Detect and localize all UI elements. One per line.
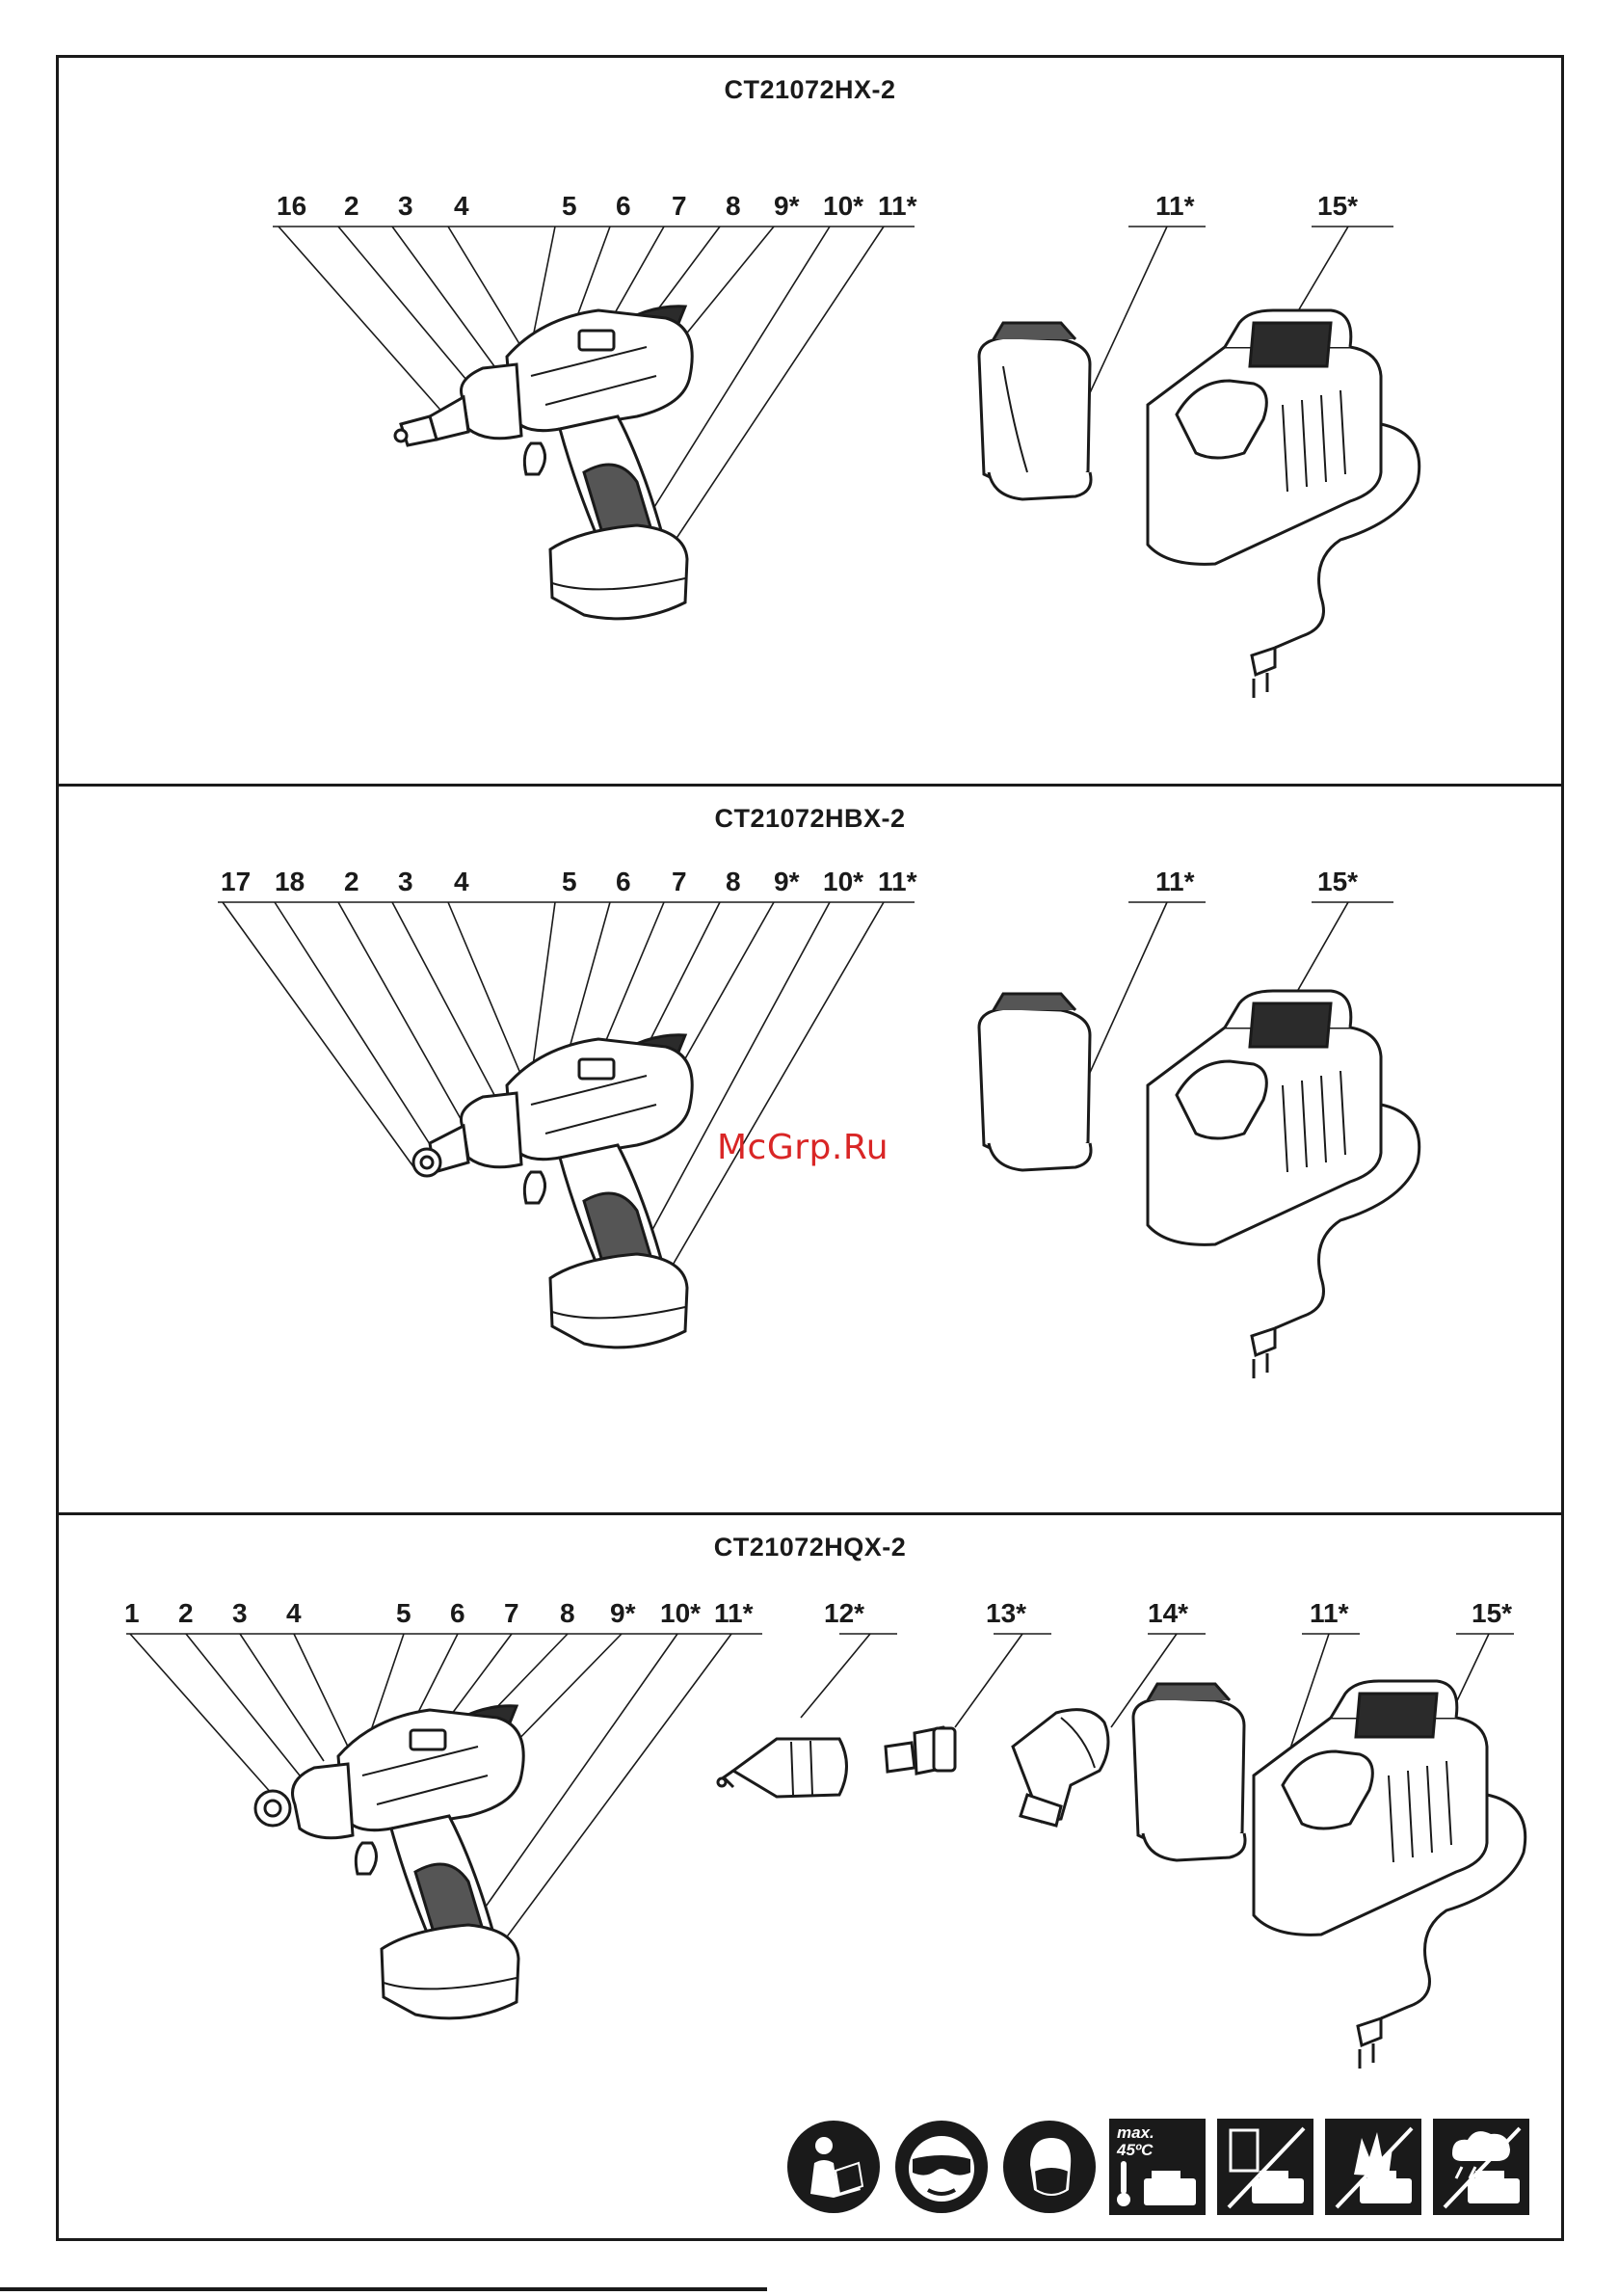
read-manual-icon — [785, 2119, 882, 2215]
wear-goggles-icon — [893, 2119, 990, 2215]
watermark: McGrp.Ru — [717, 1128, 889, 1167]
no-rain-icon — [1433, 2119, 1529, 2215]
no-water-icon — [1217, 2119, 1313, 2215]
panel-ct21072hx-2: CT21072HX-2 — [59, 58, 1561, 787]
bottom-rule — [0, 2287, 767, 2291]
thermometer-battery-icon — [1109, 2157, 1206, 2215]
wear-mask-icon — [1001, 2119, 1098, 2215]
no-fire-icon — [1325, 2119, 1421, 2215]
max-temperature-label: max. 45ºC — [1109, 2119, 1175, 2159]
max-temperature-icon: max. 45ºC — [1109, 2119, 1206, 2215]
drill-illustration — [59, 58, 1567, 787]
